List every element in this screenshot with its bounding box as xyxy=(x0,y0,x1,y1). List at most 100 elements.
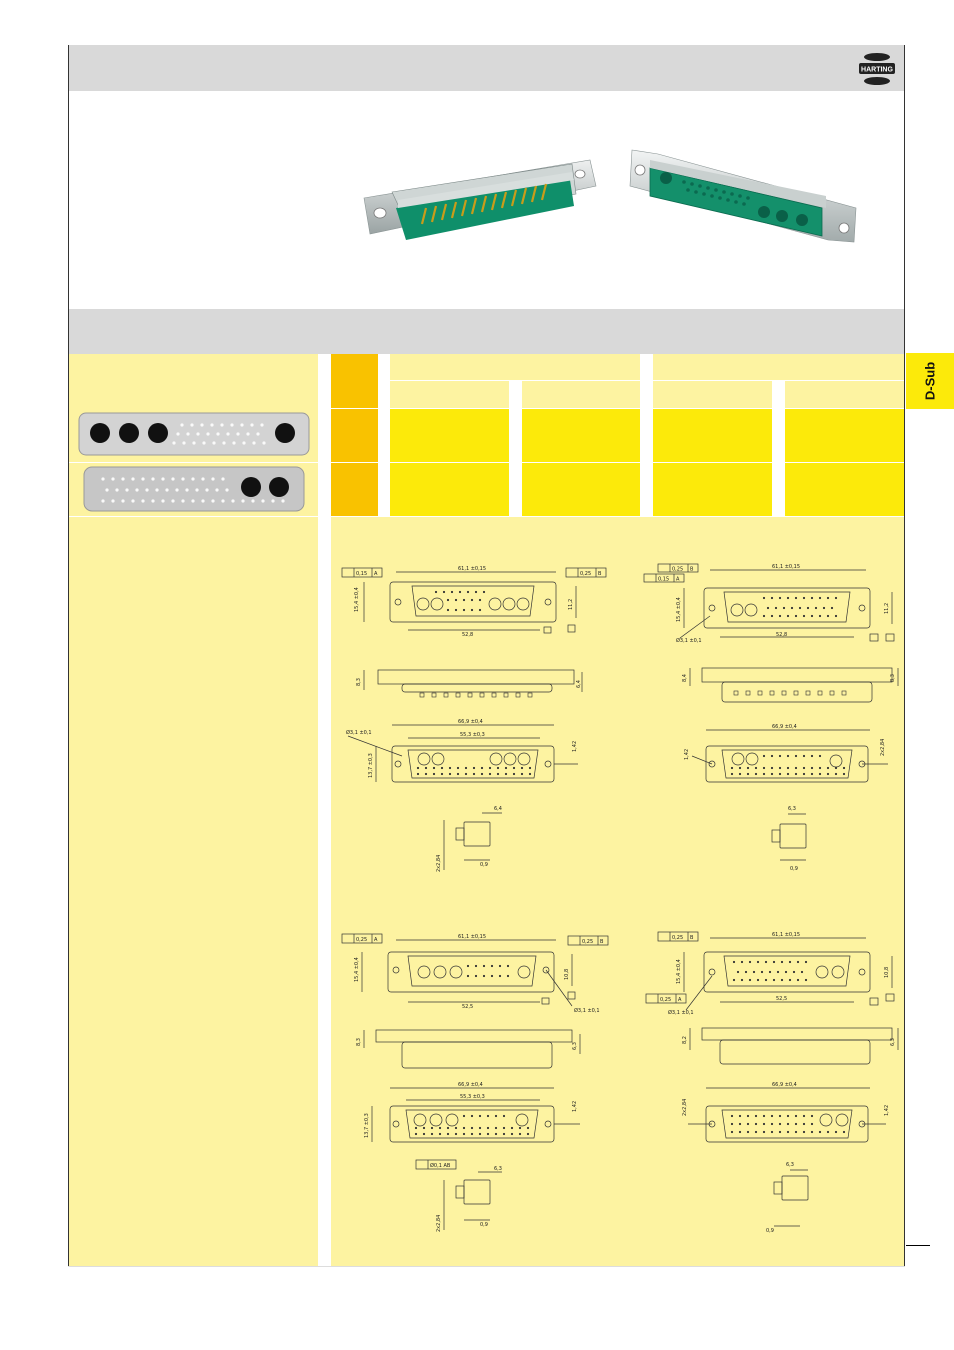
dsub-side-tab: D-Sub xyxy=(906,353,954,409)
dim-br-right-h: 10,8 xyxy=(884,967,890,978)
table-gap xyxy=(772,381,785,516)
dim-tl-detail-side: 2x2,84 xyxy=(436,855,442,872)
dim-tl-height: 15,4 ±0,4 xyxy=(354,587,360,612)
dim-bl-detail-top: 6,3 xyxy=(494,1166,502,1172)
dim-tl-panel-in: 55,3 ±0,3 xyxy=(460,732,485,738)
table-row-1-marker xyxy=(331,409,378,462)
dim-br-tol2: 0,25 xyxy=(660,997,671,1003)
dim-tr-right-h: 11,2 xyxy=(884,603,890,614)
dim-br-width: 61,1 ±0,15 xyxy=(772,932,800,938)
dim-bl-side-h: 8,3 xyxy=(356,1038,362,1046)
dim-tr-ref-a: A xyxy=(676,577,680,583)
section-band xyxy=(69,309,904,354)
table-row-2-marker xyxy=(331,463,378,516)
dim-tl-detail-top: 6,4 xyxy=(494,806,502,812)
dim-tr-detail-bot: 0,9 xyxy=(790,866,798,872)
dim-br-detail-bot: 0,9 xyxy=(766,1228,774,1234)
dim-br-ref-b: B xyxy=(690,935,694,941)
dim-br-height: 15,4 ±0,4 xyxy=(676,959,682,984)
table-header-cell-2 xyxy=(522,381,640,408)
dim-bl-tol2: 0,25 xyxy=(582,939,593,945)
drawing-area xyxy=(331,517,904,1266)
pin-layout-b-icon xyxy=(83,466,305,512)
left-row-rule xyxy=(69,516,318,517)
dim-br-side-r: 6,3 xyxy=(890,1038,896,1046)
dim-tl-tol1: 0,15 xyxy=(356,571,367,577)
dim-bl-pitch: 52,5 xyxy=(462,1004,473,1010)
drawing-top-right: 0,25 B 0,15 A 61,1 ±0,15 15,4 ±0,4 11,2 … xyxy=(643,563,899,872)
dim-br-panel-r: 1,42 xyxy=(884,1105,890,1116)
dim-bl-panel-r: 1,42 xyxy=(572,1101,578,1112)
dim-bl-detail-bot: 0,9 xyxy=(480,1222,488,1228)
dim-tl-side-h: 8,3 xyxy=(356,678,362,686)
table-header-cell-1 xyxy=(390,381,509,408)
right-frame-line xyxy=(904,45,905,1267)
page-number-rule xyxy=(906,1245,930,1246)
dim-br-panel-l: 2x2,84 xyxy=(682,1099,688,1116)
table-gap xyxy=(640,354,653,516)
dim-tr-width: 61,1 ±0,15 xyxy=(772,564,800,570)
drawing-bottom-left: 0,25 A 0,25 B 61,1 ±0,15 15,4 ±0,4 10,8 … xyxy=(341,933,609,1232)
dim-tr-tol1: 0,25 xyxy=(672,567,683,573)
female-connector-photo-icon xyxy=(629,149,857,243)
dim-br-pitch: 52,5 xyxy=(776,996,787,1002)
dim-tr-pitch: 52,8 xyxy=(776,632,787,638)
pin-layout-a-icon xyxy=(78,412,310,456)
drawing-top-left: 0,15 A 0,25 B 61,1 ±0,15 15,4 ±0,4 11,2 … xyxy=(341,566,607,872)
dim-tr-panel-r: 2x2,84 xyxy=(880,739,886,756)
table-header-cell-3 xyxy=(653,381,772,408)
dim-tl-pitch: 52,8 xyxy=(462,632,473,638)
dim-br-detail-top: 6,3 xyxy=(786,1162,794,1168)
table-header-rule xyxy=(390,380,904,381)
dim-tl-panel-r: 1,42 xyxy=(572,741,578,752)
table-divider xyxy=(318,354,331,1266)
left-frame-line xyxy=(68,45,69,1267)
table-row-1-cell-1 xyxy=(390,409,509,462)
dim-tr-ref-b: B xyxy=(690,567,694,573)
left-row-rule xyxy=(69,462,318,463)
dim-tr-tol2: 0,15 xyxy=(658,577,669,583)
dim-tl-detail-bot: 0,9 xyxy=(480,862,488,868)
dim-bl-panel-h: 13,7 ±0,3 xyxy=(364,1113,370,1138)
dim-tr-height: 15,4 ±0,4 xyxy=(676,597,682,622)
table-gap xyxy=(509,381,522,516)
dim-bl-detail-side: 2x2,84 xyxy=(436,1215,442,1232)
dim-bl-width: 61,1 ±0,15 xyxy=(458,934,486,940)
dim-tl-width: 61,1 ±0,15 xyxy=(458,566,486,572)
dsub-tab-label: D-Sub xyxy=(922,361,938,401)
dim-tl-right-h: 11,2 xyxy=(568,599,574,610)
dim-bl-panel-w: 66,9 ±0,4 xyxy=(458,1082,483,1088)
dim-tr-detail-top: 6,3 xyxy=(788,806,796,812)
dim-br-tol1: 0,25 xyxy=(672,935,683,941)
table-header-group-2 xyxy=(653,354,904,381)
dim-tl-panel-h: 13,7 ±0,3 xyxy=(368,753,374,778)
dim-bl-side-r: 6,3 xyxy=(572,1042,578,1050)
dim-bl-right-h: 10,8 xyxy=(564,969,570,980)
dim-bl-ref-b: B xyxy=(600,939,604,945)
drawing-bottom-right: 0,25 B 0,25 A 61,1 ±0,15 15,4 ±0,4 10,8 … xyxy=(645,931,899,1234)
dim-bl-hole: Ø3,1 ±0,1 xyxy=(574,1007,600,1014)
header-band xyxy=(69,45,904,91)
table-row-2-cell-3 xyxy=(653,463,772,516)
dim-tr-side-h: 8,4 xyxy=(682,674,688,682)
table-row-2-cell-4 xyxy=(785,463,904,516)
table-row-1-cell-2 xyxy=(522,409,640,462)
table-row-2-cell-2 xyxy=(522,463,640,516)
dim-br-ref-a: A xyxy=(678,997,682,1003)
dim-tr-panel-w: 66,9 ±0,4 xyxy=(772,724,797,730)
table-gap xyxy=(378,354,390,516)
table-row-1-cell-3 xyxy=(653,409,772,462)
table-row-2-cell-1 xyxy=(390,463,509,516)
table-header-cell-4 xyxy=(785,381,904,408)
dim-tl-tol2: 0,25 xyxy=(580,571,591,577)
harting-logo-icon: HARTING xyxy=(859,53,895,85)
table-header-group-1 xyxy=(390,354,640,381)
dim-tl-ref-a: A xyxy=(374,571,378,577)
male-connector-photo-icon xyxy=(363,159,597,240)
dim-tr-hole: Ø3,1 ±0,1 xyxy=(676,637,702,644)
dim-tl-panel-w: 66,9 ±0,4 xyxy=(458,719,483,725)
dim-bl-ref-a: A xyxy=(374,937,378,943)
dim-bl-tol1: 0,25 xyxy=(356,937,367,943)
logo-text: HARTING xyxy=(861,67,893,74)
dim-bl-pos-tol: Ø0,1 AB xyxy=(430,1162,451,1169)
